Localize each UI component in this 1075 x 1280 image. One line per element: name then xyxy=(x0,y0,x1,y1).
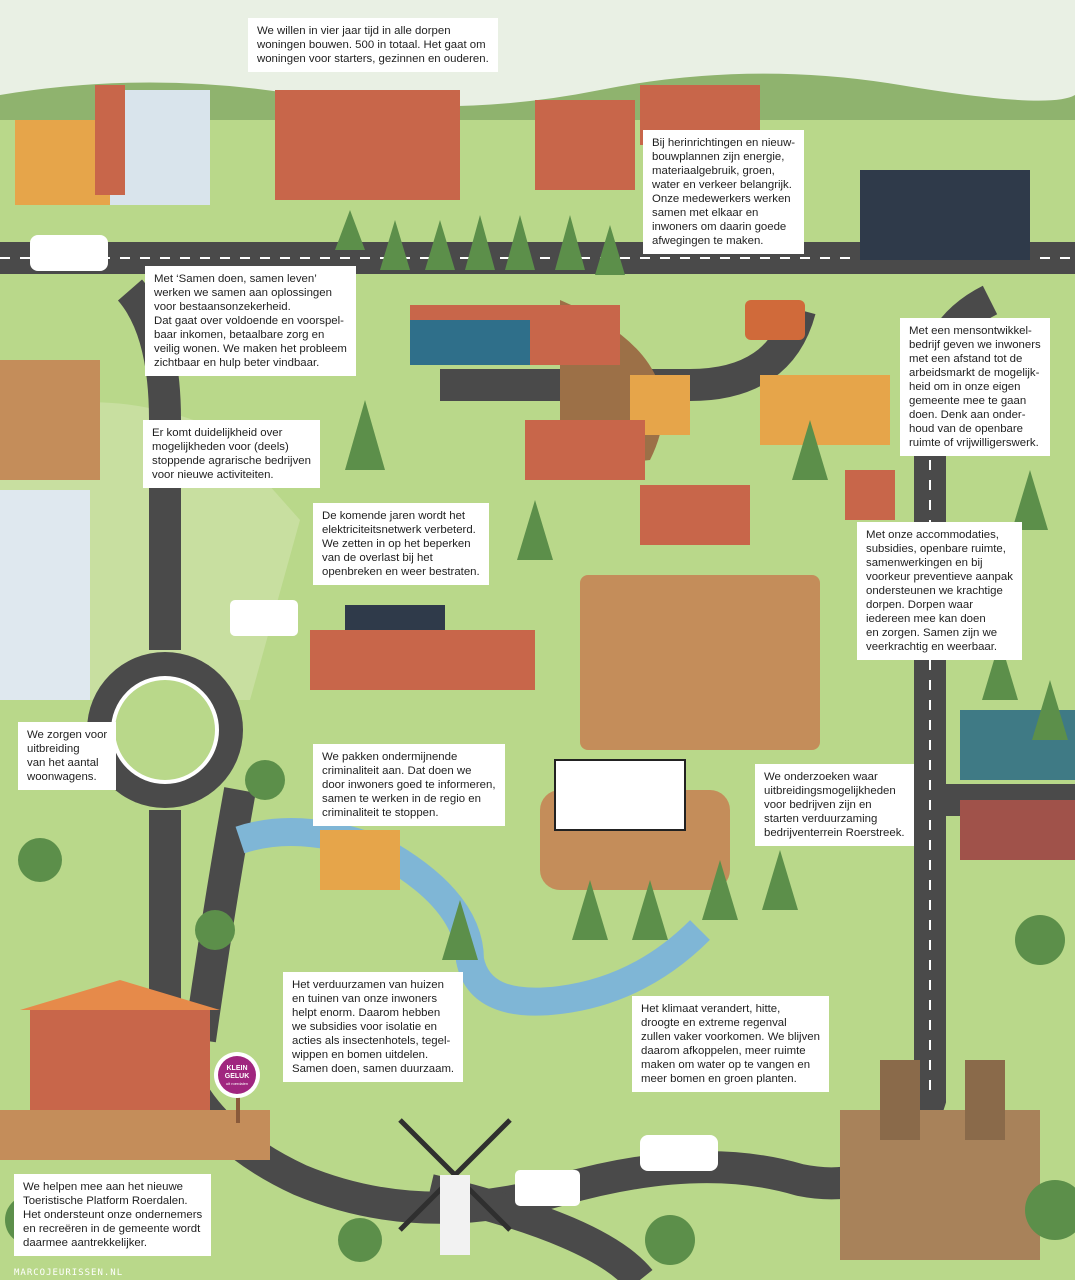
callout-climate: Het klimaat verandert, hitte, droogte en… xyxy=(632,996,829,1092)
callout-redevelopment: Bij herinrichtingen en nieuw- bouwplanne… xyxy=(643,130,805,254)
callout-text: Met onze accommodaties, subsidies, openb… xyxy=(866,529,1013,653)
callout-agriculture: Er komt duidelijkheid over mogelijkheden… xyxy=(143,420,320,488)
callout-accommodations: Met onze accommodaties, subsidies, openb… xyxy=(857,522,1022,660)
callout-electricity: De komende jaren wordt het elektriciteit… xyxy=(313,503,489,585)
callout-crime: We pakken ondermijnende criminaliteit aa… xyxy=(313,744,505,826)
callout-mensontwikkelbedrijf: Met een mensontwikkel- bedrijf geven we … xyxy=(900,318,1050,456)
callout-text: We onderzoeken waar uitbreidingsmogelijk… xyxy=(764,771,905,839)
buildings xyxy=(0,85,1075,1260)
callout-housing: We willen in vier jaar tijd in alle dorp… xyxy=(248,18,498,72)
vehicles xyxy=(30,235,805,1206)
callout-text: Met een mensontwikkel- bedrijf geven we … xyxy=(909,325,1041,449)
callout-text: We pakken ondermijnende criminaliteit aa… xyxy=(322,751,496,819)
callout-text: We helpen mee aan het nieuwe Toeristisch… xyxy=(23,1181,203,1249)
callout-text: De komende jaren wordt het elektriciteit… xyxy=(322,510,480,578)
callout-text: We zorgen voor uitbreiding van het aanta… xyxy=(27,729,108,783)
sign-line3: uit roerdalen xyxy=(225,1080,249,1086)
callout-samen-doen: Met ‘Samen doen, samen leven’ werken we … xyxy=(145,266,356,376)
sign-post xyxy=(236,1097,240,1123)
callout-caravans: We zorgen voor uitbreiding van het aanta… xyxy=(18,722,117,790)
callout-text: Er komt duidelijkheid over mogelijkheden… xyxy=(152,427,311,481)
callout-sustainability: Het verduurzamen van huizen en tuinen va… xyxy=(283,972,464,1082)
sign-line1: KLEIN xyxy=(226,1064,248,1072)
windmill xyxy=(398,1118,512,1255)
callout-text: Met ‘Samen doen, samen leven’ werken we … xyxy=(154,273,347,369)
sign-line2: GELUK xyxy=(224,1072,250,1080)
callout-text: Bij herinrichtingen en nieuw- bouwplanne… xyxy=(652,137,796,247)
callout-tourism: We helpen mee aan het nieuwe Toeristisch… xyxy=(14,1174,212,1256)
callout-business-park: We onderzoeken waar uitbreidingsmogelijk… xyxy=(755,764,914,846)
klein-geluk-sign: KLEIN GELUK uit roerdalen xyxy=(214,1052,260,1098)
callout-text: Het verduurzamen van huizen en tuinen va… xyxy=(292,979,455,1075)
callout-text: We willen in vier jaar tijd in alle dorp… xyxy=(257,25,489,65)
callout-text: Het klimaat verandert, hitte, droogte en… xyxy=(641,1003,820,1085)
road-markings xyxy=(0,257,1075,1100)
artist-signature: MARCOJEURISSEN.NL xyxy=(14,1268,124,1278)
